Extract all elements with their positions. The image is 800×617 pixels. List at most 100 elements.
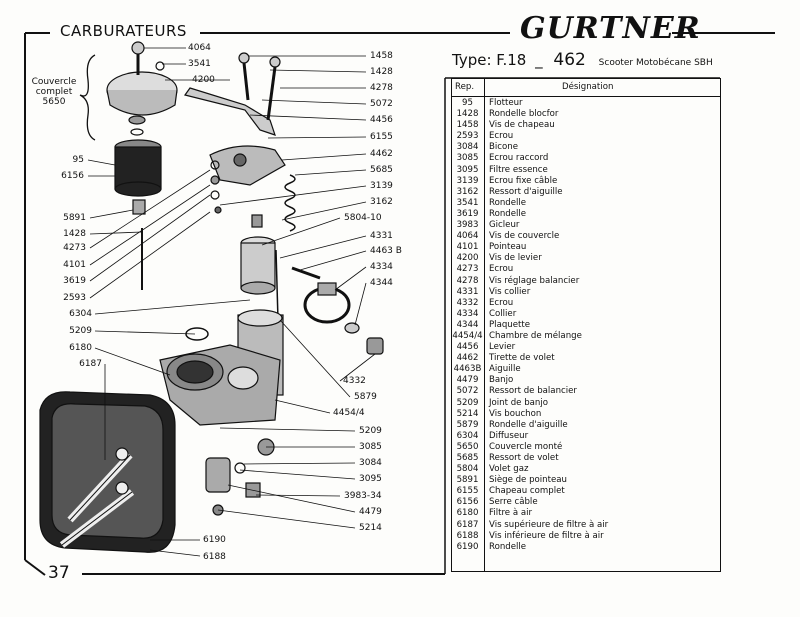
callout-6304: 6304 [69, 309, 92, 319]
legend-designation: Rondelle [489, 208, 527, 219]
legend-designation: Pointeau [489, 242, 527, 253]
legend-designation: Ecrou raccord [489, 153, 549, 164]
carburetor-body [159, 309, 284, 426]
legend-row: 3085 Ecrou raccord [452, 153, 720, 164]
legend-rep: 4479 [456, 375, 479, 386]
callout-3983-34: 3983-34 [344, 491, 382, 501]
legend-designation: Aiguille [489, 364, 521, 375]
clamp-part [303, 282, 351, 324]
air-filter-part [39, 391, 176, 553]
legend-rep: 4334 [456, 308, 479, 319]
callout-5209-left: 5209 [69, 326, 92, 336]
legend-rep: 5072 [456, 386, 479, 397]
type-line: Type: F.18 _ 462 Scooter Motobécane SBH [452, 50, 713, 70]
legend-designation: Vis bouchon [489, 408, 542, 419]
callout-1458: 1458 [370, 51, 393, 61]
col-designation-header: Désignation [562, 82, 614, 92]
legend-designation: Volet gaz [489, 464, 529, 475]
callout-5209-right: 5209 [359, 426, 382, 436]
legend-rep: 5685 [456, 453, 479, 463]
legend-rep: 4064 [456, 231, 479, 242]
legend-row: 5804 Volet gaz [452, 464, 720, 475]
legend-rep: 5650 [456, 441, 479, 452]
callout-5685: 5685 [370, 165, 393, 175]
page-number: 37 [48, 563, 70, 583]
legend-designation: Vis réglage balancier [489, 275, 580, 286]
legend-row: 6187 Vis supérieure de filtre à air [452, 520, 720, 531]
legend-rep: 3085 [456, 153, 479, 164]
callout-4064: 4064 [188, 43, 211, 53]
callout-6155: 6155 [370, 132, 393, 142]
callout-3162: 3162 [370, 197, 393, 207]
legend-row: 3162 Ressort d'aiguille [452, 187, 720, 198]
col-rep-header: Rep. [455, 82, 475, 92]
callout-5891: 5891 [63, 213, 86, 223]
legend-designation: Vis collier [489, 286, 531, 297]
legend-designation: Ressort d'aiguille [489, 186, 563, 197]
callout-3084: 3084 [359, 458, 382, 468]
legend-rep: 95 [462, 98, 473, 108]
lever-part [183, 52, 281, 136]
callout-95: 95 [72, 155, 84, 165]
callout-3541: 3541 [188, 59, 211, 69]
legend-rep: 6190 [456, 541, 479, 552]
callout-6187: 6187 [79, 359, 102, 369]
callout-3095: 3095 [359, 474, 382, 484]
callout-4454-4: 4454/4 [333, 408, 365, 418]
legend-rep: 4344 [456, 319, 479, 330]
legend-designation: Filtre à air [489, 508, 533, 519]
legend-designation: Ecrou [489, 131, 514, 142]
legend-designation: Vis de levier [489, 253, 542, 264]
type-number: 462 [553, 50, 586, 70]
legend-designation: Rondelle [489, 541, 527, 552]
legend-rep: 5214 [456, 408, 479, 419]
callout-5214: 5214 [359, 523, 382, 533]
legend-rep: 6304 [456, 430, 479, 441]
callout-4332: 4332 [343, 376, 366, 386]
float-part [114, 139, 162, 197]
legend-rep: 6180 [456, 508, 479, 519]
callout-3139: 3139 [370, 181, 393, 191]
callout-4479: 4479 [359, 507, 382, 517]
legend-designation: Filtre essence [489, 164, 548, 175]
legend-rep: 3162 [456, 186, 479, 197]
legend-rep: 5804 [456, 464, 479, 475]
legend-rep: 5879 [456, 419, 479, 430]
callout-1428-left: 1428 [63, 229, 86, 239]
legend-designation: Vis de chapeau [489, 120, 555, 131]
assembly-label-line: complet [35, 87, 73, 97]
assembly-label: Couvercle complet 5650 [30, 77, 78, 107]
callout-4463b: 4463 B [370, 246, 402, 256]
legend-designation: Levier [489, 342, 516, 353]
callout-3619: 3619 [63, 276, 86, 286]
legend-rep: 4331 [456, 286, 479, 297]
callout-3085: 3085 [359, 442, 382, 452]
type-prefix: Type: F.18 [452, 51, 527, 69]
legend-rep: 5891 [456, 475, 479, 486]
legend-designation: Vis supérieure de filtre à air [489, 519, 609, 530]
callout-4456: 4456 [370, 115, 393, 125]
legend-rep: 6187 [456, 519, 479, 530]
legend-rep: 6156 [456, 497, 479, 508]
callout-5072: 5072 [370, 99, 393, 109]
type-model: Scooter Motobécane SBH [598, 58, 713, 68]
